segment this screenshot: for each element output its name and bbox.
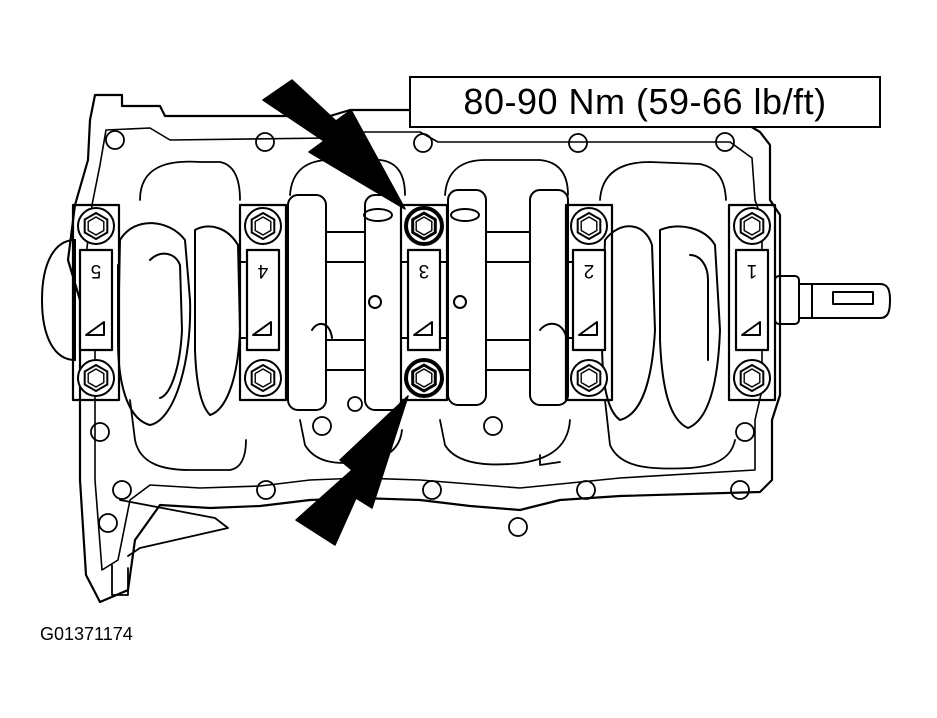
engine-block-outline xyxy=(66,93,782,604)
crank-output-shaft xyxy=(774,275,891,325)
lower-flange-tab xyxy=(111,564,129,596)
cap-bolt xyxy=(77,359,115,397)
cap-number-4: 4 xyxy=(257,260,268,281)
bearing-cap-2 xyxy=(564,203,614,402)
cap-bolt xyxy=(733,359,771,397)
cap-bolt xyxy=(570,359,608,397)
cap-number-2: 2 xyxy=(584,260,595,281)
mounting-holes xyxy=(90,130,755,537)
cap-bolts xyxy=(77,206,771,398)
cap-number-1: 1 xyxy=(747,260,758,281)
bearing-cap-1 xyxy=(727,203,777,402)
upper-arrow xyxy=(262,79,406,210)
lower-flange xyxy=(119,499,229,557)
cap-bolt xyxy=(733,207,771,245)
lower-arrow xyxy=(295,395,409,546)
pointer-arrows xyxy=(262,79,409,546)
bulkhead-pockets-upper xyxy=(139,159,727,201)
cap-bolt xyxy=(404,358,444,398)
cap-bolt xyxy=(244,207,282,245)
bulkhead-pockets-lower xyxy=(129,399,736,471)
bearing-cap-3 xyxy=(399,203,449,402)
cap-bolt xyxy=(570,207,608,245)
cap-number-3: 3 xyxy=(419,260,430,281)
crank-front-snout xyxy=(41,239,76,361)
bearing-cap-4 xyxy=(238,203,288,402)
cap-bolt xyxy=(77,207,115,245)
cap-bolt xyxy=(404,206,444,246)
cap-bolt xyxy=(244,359,282,397)
bearing-cap-5 xyxy=(71,203,121,402)
cap-number-5: 5 xyxy=(91,260,102,281)
torque-spec-label: 80-90 Nm (59-66 lb/ft) xyxy=(409,76,881,128)
figure-id: G01371174 xyxy=(40,624,133,644)
bearing-caps xyxy=(71,203,777,402)
